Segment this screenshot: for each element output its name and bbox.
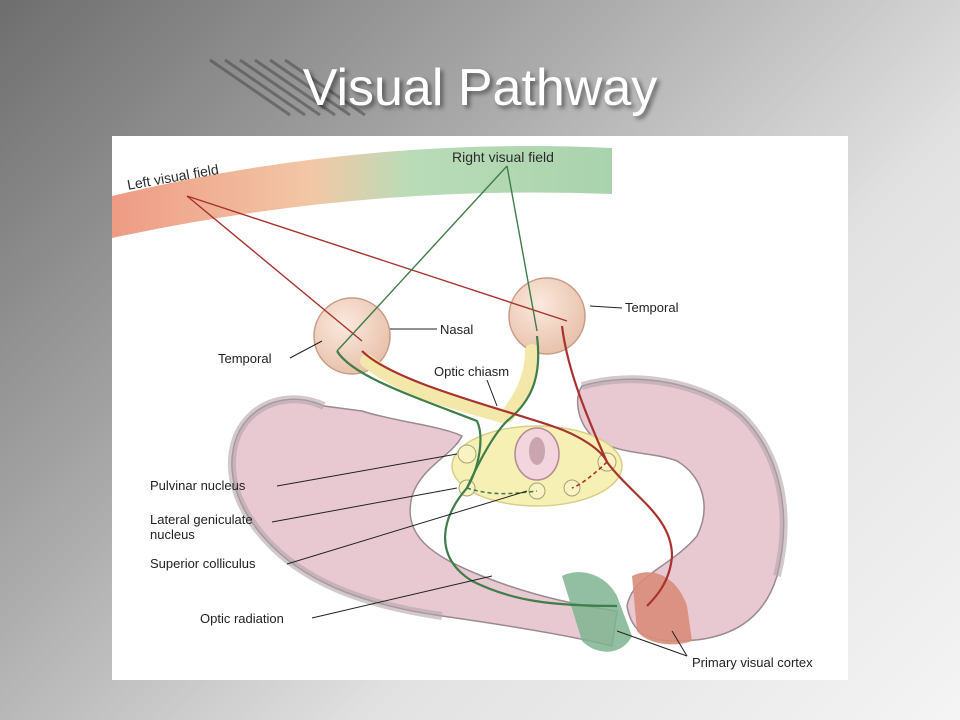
left-field-rays xyxy=(186,195,568,342)
visual-cortex-green xyxy=(562,572,632,652)
leader-lines xyxy=(271,305,688,657)
lateral-geniculate-label-line1: Lateral geniculate xyxy=(150,512,253,527)
pulvinar-left xyxy=(457,444,477,464)
temporal-right-label: Temporal xyxy=(625,300,679,315)
visual-pathway-figure: Left visual field Right visual field Tem… xyxy=(112,136,848,680)
nasal-label: Nasal xyxy=(440,322,474,337)
temporal-left-label: Temporal xyxy=(218,351,272,366)
right-field-rays xyxy=(336,165,538,352)
lateral-geniculate-label-line2: nucleus xyxy=(150,527,195,542)
green-pathway xyxy=(336,350,618,608)
visual-cortex-red xyxy=(632,572,692,645)
right-eye xyxy=(508,277,586,355)
slide-title: Visual Pathway xyxy=(302,59,658,117)
visual-field-band xyxy=(112,146,612,238)
optic-radiation-label: Optic radiation xyxy=(200,611,284,626)
visual-pathway-diagram xyxy=(112,146,788,657)
optic-nerve-left xyxy=(360,354,509,423)
pulvinar-nucleus-label: Pulvinar nucleus xyxy=(150,478,246,493)
left-hemisphere-cortex xyxy=(227,395,443,620)
primary-visual-cortex-label: Primary visual cortex xyxy=(692,655,813,670)
superior-colliculus-label: Superior colliculus xyxy=(150,556,256,571)
right-hemisphere-cortex xyxy=(580,375,788,577)
right-visual-field-label: Right visual field xyxy=(452,149,554,165)
title-decoration xyxy=(209,58,366,117)
optic-nerve-right xyxy=(500,344,539,423)
optic-chiasm-label: Optic chiasm xyxy=(434,364,510,379)
